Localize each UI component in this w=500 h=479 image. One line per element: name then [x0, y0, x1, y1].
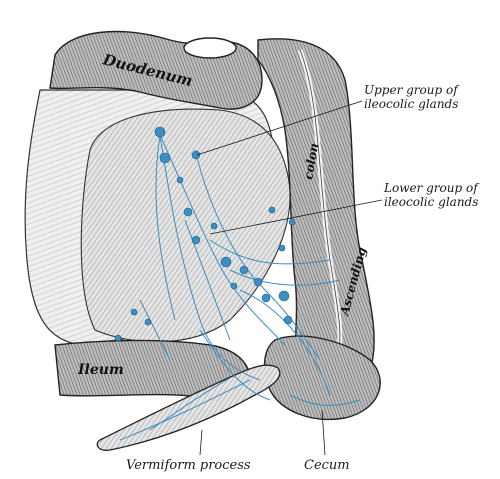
taenia-coli-edge	[299, 49, 341, 371]
lymph-vessels	[119, 134, 361, 441]
label-lower-group-line1: Lower group of	[383, 181, 480, 195]
label-ileum: Ileum	[77, 362, 124, 378]
label-lower-group-line2: ileocolic glands	[384, 195, 478, 209]
leader-lines	[196, 100, 383, 456]
label-upper-group-line2: ileocolic glands	[364, 97, 458, 111]
vermiform-process	[96, 364, 281, 451]
label-cecum: Cecum	[304, 458, 350, 473]
label-vermiform-process: Vermiform process	[126, 458, 251, 473]
peritoneal-fold	[80, 108, 291, 343]
label-colon: colon	[301, 142, 321, 180]
duodenum-cut-end	[183, 37, 237, 59]
label-upper-group-line1: Upper group of	[364, 83, 460, 97]
lymph-glands	[114, 126, 296, 342]
